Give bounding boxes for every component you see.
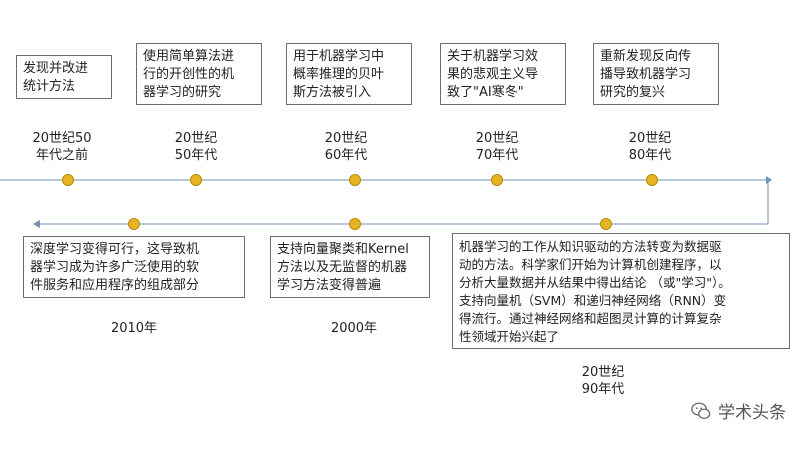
event-label-8: 2010年: [110, 321, 158, 336]
watermark-text: 学术头条: [718, 403, 786, 423]
event-label-1: 20世纪50 年代之前: [32, 131, 92, 163]
event-label-5: 20世纪 80年代: [628, 131, 672, 163]
timeline-dot-2: [190, 174, 202, 186]
event-box-5: 重新发现反向传 播导致机器学习 研究的复兴: [593, 43, 719, 105]
timeline-dot-5: [646, 174, 658, 186]
event-label-6: 20世纪 90年代: [581, 365, 625, 397]
event-box-3: 用于机器学习中 概率推理的贝叶 斯方法被引入: [286, 43, 412, 105]
timeline-dot-8: [128, 218, 140, 230]
event-box-4: 关于机器学习效 果的悲观主义导 致了"AI寒冬": [440, 43, 566, 105]
timeline-top-arrowhead: [766, 176, 772, 184]
timeline-dot-3: [349, 174, 361, 186]
watermark: 学术头条: [690, 398, 786, 423]
timeline-dot-7: [349, 218, 361, 230]
event-label-7: 2000年: [330, 321, 378, 336]
event-box-1: 发现并改进 统计方法: [16, 55, 112, 99]
timeline-dot-6: [600, 218, 612, 230]
event-label-2: 20世纪 50年代: [174, 131, 218, 163]
event-label-3: 20世纪 60年代: [324, 131, 368, 163]
timeline-dot-1: [62, 174, 74, 186]
timeline-dot-4: [491, 174, 503, 186]
event-label-4: 20世纪 70年代: [475, 131, 519, 163]
timeline-bottom-arrowhead: [33, 220, 40, 228]
event-box-7: 支持向量聚类和Kernel 方法以及无监督的机器 学习方法变得普遍: [270, 236, 430, 298]
event-box-6: 机器学习的工作从知识驱动的方法转变为数据驱 动的方法。科学家们开始为计算机创建程…: [452, 233, 790, 349]
wechat-bubble-icon: [691, 402, 711, 419]
event-box-2: 使用简单算法进 行的开创性的机 器学习的研究: [136, 43, 262, 105]
event-box-8: 深度学习变得可行，这导致机 器学习成为许多广泛使用的软 件服务和应用程序的组成部…: [23, 236, 245, 298]
